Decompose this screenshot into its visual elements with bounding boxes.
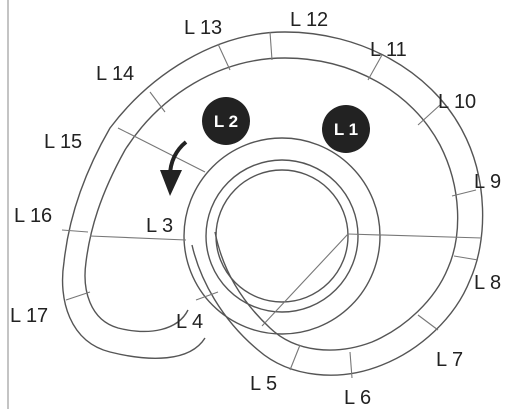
label-l8: L 8: [474, 272, 501, 294]
label-l13: L 13: [184, 17, 222, 39]
label-l3: L 3: [146, 215, 173, 237]
outer-band-outer-edge: [61, 31, 484, 376]
label-l16: L 16: [14, 205, 52, 227]
inner-circle: [215, 169, 349, 303]
middle-ring-outer: [183, 137, 381, 335]
label-l10: L 10: [438, 91, 476, 113]
tick-l5: [289, 344, 301, 371]
diagonal-line-left: [117, 127, 206, 173]
tick-l9: [451, 189, 477, 197]
tick-l7: [417, 314, 439, 331]
label-l15: L 15: [44, 131, 82, 153]
marker-l2-label: L 2: [214, 112, 238, 131]
tick-l16: [61, 229, 89, 233]
label-l14: L 14: [96, 63, 134, 85]
tick-l4: [195, 291, 219, 301]
horizontal-line-left: [89, 235, 187, 241]
diagonal-line: [261, 233, 349, 327]
label-l11: L 11: [370, 39, 407, 61]
tick-l12: [269, 31, 273, 61]
label-l5: L 5: [250, 373, 277, 395]
label-l7: L 7: [436, 349, 463, 371]
label-l12: L 12: [290, 9, 328, 31]
tick-l11: [367, 54, 383, 81]
marker-l1-label: L 1: [334, 120, 358, 139]
tick-l10: [417, 104, 441, 126]
tick-l13: [217, 43, 231, 71]
tick-l6: [349, 351, 353, 379]
label-l17: L 17: [10, 305, 48, 327]
outer-band-inner-edge: [84, 57, 459, 351]
tick-l14: [149, 91, 166, 113]
arrow-l2-head: [160, 170, 182, 196]
tick-l8: [453, 255, 479, 261]
tick-l17: [65, 291, 91, 301]
label-l9: L 9: [474, 171, 501, 193]
middle-ring-inner: [205, 159, 359, 313]
marker-l1-circle: [322, 105, 370, 153]
label-l4: L 4: [176, 311, 203, 333]
label-l6: L 6: [344, 387, 371, 409]
marker-l2-circle: [202, 97, 250, 145]
horizontal-line-right: [347, 233, 483, 239]
